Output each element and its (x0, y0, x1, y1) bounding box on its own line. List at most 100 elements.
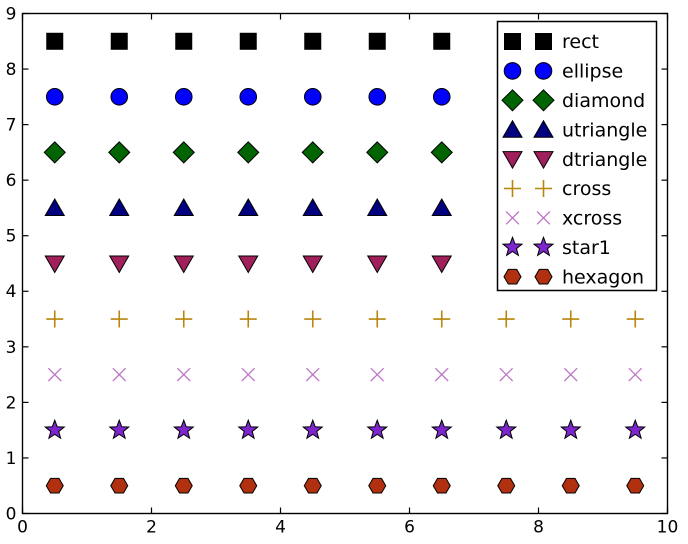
legend-label-star1: star1 (562, 237, 611, 259)
legend-marker-xcross (505, 211, 520, 225)
marker-utriangle (237, 197, 259, 216)
legend-marker-ellipse (503, 62, 522, 80)
marker-hexagon (626, 477, 645, 494)
legend-entry-rect: rect (504, 31, 599, 53)
marker-hexagon (497, 477, 516, 494)
series-utriangle (44, 197, 453, 216)
legend-marker-rect (504, 33, 521, 50)
marker-cross (368, 310, 386, 328)
marker-hexagon (110, 477, 129, 494)
marker-ellipse (432, 88, 451, 106)
marker-diamond (366, 141, 389, 164)
marker-ellipse (303, 88, 322, 106)
y-tick-label: 0 (6, 504, 17, 524)
legend-marker-ellipse (534, 62, 553, 80)
legend-marker-hexagon (503, 268, 522, 285)
y-tick-label: 8 (6, 60, 17, 80)
marker-cross (626, 310, 644, 328)
series-diamond (43, 141, 453, 164)
marker-rect (46, 32, 64, 50)
marker-ellipse (239, 88, 258, 106)
marker-cross (562, 310, 580, 328)
series-dtriangle (44, 255, 453, 274)
marker-rect (110, 32, 128, 50)
legend-marker-diamond (501, 89, 524, 112)
series-star1 (43, 418, 647, 440)
legend-marker-diamond (532, 89, 555, 112)
legend-marker-dtriangle (502, 151, 523, 170)
y-tick-label: 1 (6, 449, 17, 469)
marker-diamond (108, 141, 131, 164)
axes-frame (21, 12, 669, 515)
marker-utriangle (431, 197, 453, 216)
marker-hexagon (368, 477, 387, 494)
marker-star1 (495, 418, 518, 440)
legend-label-diamond: diamond (562, 90, 645, 112)
legend-entry-ellipse: ellipse (503, 61, 623, 83)
legend-entry-hexagon: hexagon (503, 266, 644, 288)
marker-rect (433, 32, 451, 50)
legend-marker-rect (535, 33, 552, 50)
y-tick-label: 6 (6, 171, 17, 191)
marker-xcross (563, 367, 578, 382)
y-tick-label: 5 (6, 227, 17, 247)
marker-cross (46, 310, 64, 328)
series-cross (46, 310, 644, 328)
y-tick-label: 2 (6, 393, 17, 413)
x-tick-label: 6 (404, 518, 415, 538)
marker-hexagon (239, 477, 258, 494)
marker-hexagon (303, 477, 322, 494)
marker-star1 (43, 418, 66, 440)
legend-marker-cross (504, 180, 521, 197)
marker-dtriangle (366, 255, 388, 274)
marker-dtriangle (44, 255, 66, 274)
x-tick-label: 8 (533, 518, 544, 538)
legend-marker-hexagon (534, 268, 553, 285)
legend-label-dtriangle: dtriangle (562, 149, 647, 171)
marker-dtriangle (302, 255, 324, 274)
marker-cross (304, 310, 322, 328)
series-xcross (47, 367, 643, 382)
marker-star1 (237, 418, 260, 440)
marker-diamond (43, 141, 66, 164)
legend-marker-cross (535, 180, 552, 197)
legend-entry-utriangle: utriangle (502, 119, 647, 141)
legend-label-utriangle: utriangle (562, 119, 647, 141)
legend-entry-cross: cross (504, 178, 611, 200)
marker-cross (175, 310, 193, 328)
legend: rect ellipse diamond utriangle dtriangle cros… (496, 20, 658, 292)
marker-xcross (305, 367, 320, 382)
marker-hexagon (45, 477, 64, 494)
legend-marker-utriangle (533, 119, 554, 138)
legend-entry-xcross: xcross (505, 208, 622, 230)
x-tick-label: 10 (657, 518, 679, 538)
marker-xcross (370, 367, 385, 382)
marker-cross (110, 310, 128, 328)
y-tick-label: 4 (6, 282, 17, 302)
series-hexagon (45, 477, 645, 494)
marker-xcross (434, 367, 449, 382)
y-tick-label: 3 (6, 338, 17, 358)
marker-star1 (301, 418, 324, 440)
marker-utriangle (108, 197, 130, 216)
legend-marker-dtriangle (533, 151, 554, 170)
marker-xcross (241, 367, 256, 382)
legend-label-ellipse: ellipse (562, 61, 623, 83)
marker-ellipse (174, 88, 193, 106)
marker-cross (433, 310, 451, 328)
x-tick-label: 2 (146, 518, 157, 538)
marker-rect (304, 32, 322, 50)
marker-xcross (628, 367, 643, 382)
x-tick-label: 4 (275, 518, 286, 538)
marker-hexagon (174, 477, 193, 494)
legend-label-cross: cross (562, 178, 611, 200)
legend-entry-dtriangle: dtriangle (502, 149, 647, 171)
series-ellipse (45, 88, 451, 106)
marker-star1 (624, 418, 647, 440)
marker-utriangle (173, 197, 195, 216)
marker-utriangle (302, 197, 324, 216)
legend-label-xcross: xcross (562, 208, 622, 230)
marker-cross (239, 310, 257, 328)
